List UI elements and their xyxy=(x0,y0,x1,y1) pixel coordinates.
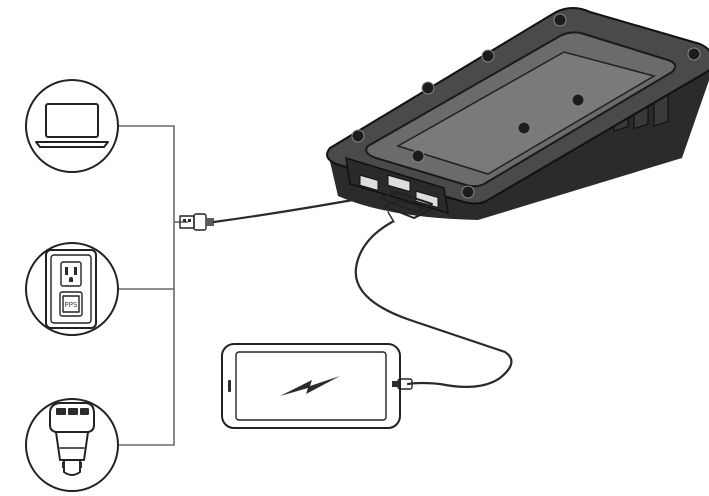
outlet-label: PPS xyxy=(65,301,78,309)
wall-outlet-source: PPS xyxy=(25,242,119,336)
laptop-icon xyxy=(35,103,109,148)
source-bus-lines xyxy=(118,125,188,446)
car-charger-icon xyxy=(49,402,95,476)
wall-outlet-icon: PPS xyxy=(45,249,97,329)
usb-plug-icon xyxy=(179,213,214,231)
usb-output-plug xyxy=(379,191,433,223)
phone-cable xyxy=(354,220,513,390)
laptop-source xyxy=(25,79,119,173)
lightning-bolt-icon xyxy=(280,376,340,396)
car-charger-source xyxy=(25,398,119,492)
smartphone-icon xyxy=(221,343,401,429)
power-bank-icon xyxy=(326,7,709,220)
micro-usb-plug-icon xyxy=(392,378,413,390)
